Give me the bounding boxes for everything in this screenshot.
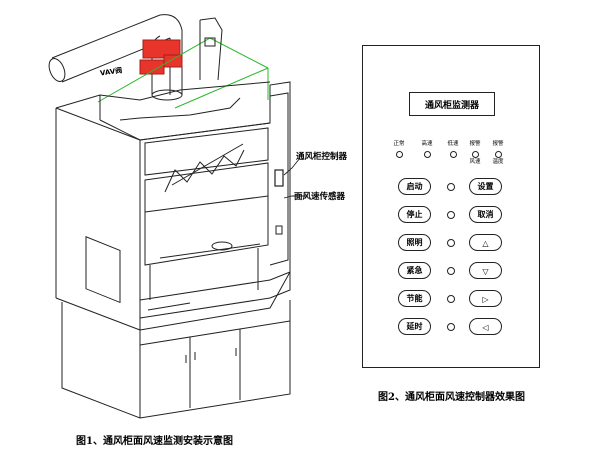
figure-2-caption: 图2、通风柜面风速控制器效果图: [378, 392, 525, 403]
indicator-label: 报警: [492, 141, 504, 147]
delay-button[interactable]: 延时: [398, 318, 431, 335]
lighting-button[interactable]: 照明: [398, 234, 431, 251]
indicator-label: 高速: [421, 141, 433, 147]
indicator-sublabel: 风速: [469, 159, 481, 165]
indicator-high-speed: 高速: [417, 141, 437, 159]
start-status-dot: [447, 183, 455, 191]
indicator-light: [449, 151, 457, 158]
indicator-label: 正常: [393, 141, 405, 147]
down-arrow-button[interactable]: ▽: [469, 262, 502, 279]
indicator-light: [471, 151, 479, 158]
indicator-low-speed: 低速: [443, 141, 463, 159]
callout-leaders: [283, 157, 306, 199]
indicator-normal: 正常: [389, 141, 409, 159]
cabinet-body: [55, 81, 291, 331]
indicator-light: [423, 151, 431, 158]
settings-button[interactable]: 设置: [469, 178, 502, 195]
delay-status-dot: [447, 323, 455, 331]
emergency-status-dot: [447, 267, 455, 275]
hood-top: [55, 17, 271, 141]
right-arrow-button[interactable]: ▷: [469, 290, 502, 307]
display-screen: 通风柜监测器: [409, 92, 495, 116]
indicator-light: [395, 151, 403, 158]
vav-valve: [139, 39, 183, 75]
figure-1-caption: 图1、通风柜面风速监测安装示意图: [76, 436, 233, 447]
sensor-callout: 面风速传感器: [294, 192, 346, 202]
indicator-label: 低速: [447, 141, 459, 147]
controller-panel: 通风柜监测器 正常 高速 低速 报警 风速 报警 温度 启动 停止: [362, 45, 540, 368]
indicator-label: 报警: [469, 141, 481, 147]
energy-saving-status-dot: [447, 295, 455, 303]
up-arrow-button[interactable]: △: [469, 234, 502, 251]
stop-button[interactable]: 停止: [398, 206, 431, 223]
energy-saving-button[interactable]: 节能: [398, 290, 431, 307]
indicator-airflow-alarm: 报警 风速: [465, 141, 485, 166]
indicator-temperature-alarm: 报警 温度: [488, 141, 508, 166]
emergency-button[interactable]: 紧急: [398, 262, 431, 279]
left-arrow-button[interactable]: ◁: [469, 318, 502, 335]
cancel-button[interactable]: 取消: [469, 206, 502, 223]
indicator-sublabel: 温度: [492, 159, 504, 165]
lighting-status-dot: [447, 239, 455, 247]
monitor-callout: 通风柜控制器: [296, 152, 348, 162]
indicator-light: [494, 151, 502, 158]
base-cabinet: [61, 300, 291, 419]
stop-status-dot: [447, 211, 455, 219]
start-button[interactable]: 启动: [398, 178, 431, 195]
